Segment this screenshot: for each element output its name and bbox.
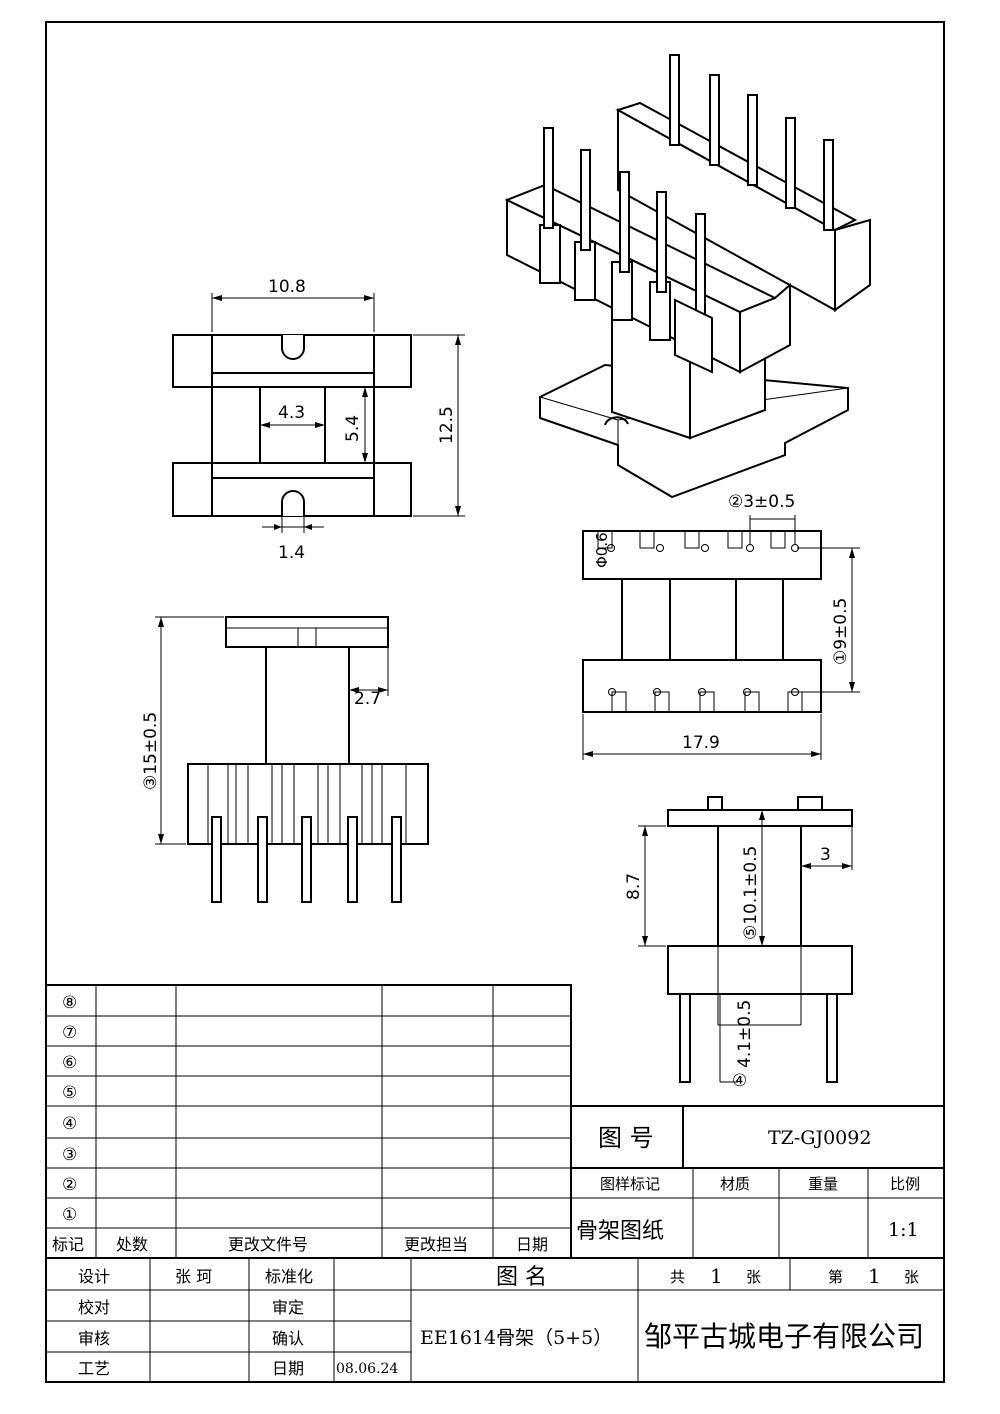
sheet-label-2: 张 <box>904 1268 919 1286</box>
date-value: 08.06.24 <box>336 1361 398 1377</box>
rev-header-count: 处数 <box>116 1235 148 1254</box>
title-block: 图 号 TZ-GJ0092 图样标记 材质 重量 比例 骨架图纸 1:1 设计 … <box>45 1105 945 1383</box>
rev-row-5: ⑤ <box>62 1083 77 1103</box>
standard-label: 标准化 <box>265 1267 313 1286</box>
dim-core-width: 4.3 <box>278 403 305 423</box>
rev-header-date: 日期 <box>516 1235 548 1254</box>
isometric-view <box>504 54 871 499</box>
dim-end-pin-mark: ④ <box>732 1071 747 1091</box>
part-name: EE1614骨架（5+5） <box>420 1327 612 1349</box>
total-count: 1 <box>710 1264 723 1288</box>
dim-pin-pitch: ②3±0.5 <box>728 492 795 512</box>
dim-front-width: 17.9 <box>682 733 720 753</box>
total-label-1: 共 <box>670 1268 685 1286</box>
rev-header-owner: 更改担当 <box>404 1235 468 1254</box>
confirm-label: 确认 <box>272 1329 304 1348</box>
designer-name: 张 珂 <box>175 1267 212 1286</box>
approve-label: 审定 <box>272 1298 304 1317</box>
scale-value: 1:1 <box>888 1219 919 1241</box>
dim-end-flange: 3 <box>820 845 831 865</box>
dim-end-height: 8.7 <box>624 873 644 900</box>
rev-row-6: ⑥ <box>62 1053 77 1073</box>
sample-mark-label: 图样标记 <box>600 1175 660 1193</box>
date-label: 日期 <box>272 1359 304 1378</box>
dim-end-pin: 4.1±0.5 <box>735 1000 755 1068</box>
side-view: ③15±0.5 2.7 <box>141 616 429 903</box>
weight-label: 重量 <box>808 1175 838 1193</box>
rev-row-4: ④ <box>62 1114 77 1134</box>
dim-side-flange: 2.7 <box>354 689 381 709</box>
dim-end-core: ⑤10.1±0.5 <box>741 846 761 940</box>
review-label: 审核 <box>78 1329 110 1348</box>
check-label: 校对 <box>78 1298 110 1317</box>
total-label-2: 张 <box>746 1268 761 1286</box>
rev-row-2: ② <box>62 1175 77 1195</box>
front-view: ②3±0.5 Φ0.6 ①9±0.5 17.9 <box>582 492 860 760</box>
process-label: 工艺 <box>78 1359 110 1378</box>
revision-table: ⑧ ⑦ ⑥ ⑤ ④ ③ ② ① 标记 处数 更改文件号 更改担当 日期 <box>45 984 572 1259</box>
rev-row-7: ⑦ <box>62 1023 77 1043</box>
sheet-no: 1 <box>868 1264 881 1288</box>
dim-top-height: 12.5 <box>437 406 457 444</box>
scale-label: 比例 <box>890 1175 920 1193</box>
name-label: 图 名 <box>496 1265 547 1290</box>
drawing-no-label: 图 号 <box>598 1124 654 1152</box>
company-name: 邹平古城电子有限公司 <box>644 1320 924 1353</box>
doc-type: 骨架图纸 <box>576 1219 664 1244</box>
dim-pin-row-spacing: ①9±0.5 <box>831 598 851 665</box>
rev-header-doc: 更改文件号 <box>228 1235 308 1254</box>
rev-row-1: ① <box>62 1205 77 1225</box>
dim-core-height: 5.4 <box>343 415 363 442</box>
material-label: 材质 <box>720 1175 750 1193</box>
end-view: 8.7 ⑤10.1±0.5 3 4.1±0.5 ④ <box>624 796 853 1091</box>
drawing-no: TZ-GJ0092 <box>768 1127 871 1149</box>
dim-top-width: 10.8 <box>268 277 306 297</box>
design-label: 设计 <box>78 1267 110 1286</box>
sheet-label-1: 第 <box>828 1268 843 1286</box>
top-view: 10.8 12.5 4.3 5.4 1.4 <box>172 277 465 563</box>
dim-side-height: ③15±0.5 <box>141 712 161 790</box>
dim-slot-width: 1.4 <box>278 543 305 563</box>
rev-header-mark: 标记 <box>52 1235 84 1254</box>
rev-row-3: ③ <box>62 1145 77 1165</box>
rev-row-8: ⑧ <box>62 993 77 1013</box>
dim-hole-dia: Φ0.6 <box>593 532 611 568</box>
